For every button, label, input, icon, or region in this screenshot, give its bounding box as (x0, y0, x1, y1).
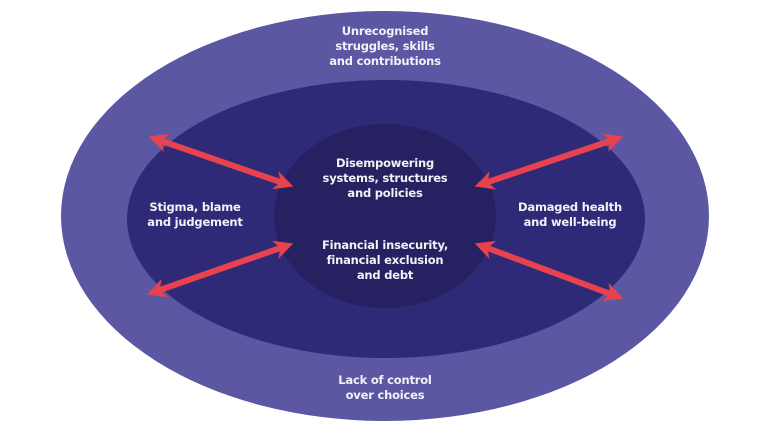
label-stigma-blame: Stigma, blame and judgement (147, 200, 243, 229)
label-unrecognised-struggles: Unrecognised struggles, skills and contr… (329, 24, 441, 68)
label-damaged-health: Damaged health and well-being (518, 200, 622, 229)
arrow-top-left (148, 133, 294, 190)
label-lack-of-control: Lack of control over choices (338, 373, 432, 402)
arrow-bottom-left (146, 240, 294, 298)
arrow-top-right (474, 133, 624, 190)
label-disempowering-systems: Disempowering systems, structures and po… (322, 156, 448, 200)
core-circle (274, 124, 496, 308)
arrow-bottom-right (474, 241, 624, 301)
label-financial-insecurity: Financial insecurity, financial exclusio… (321, 238, 449, 282)
